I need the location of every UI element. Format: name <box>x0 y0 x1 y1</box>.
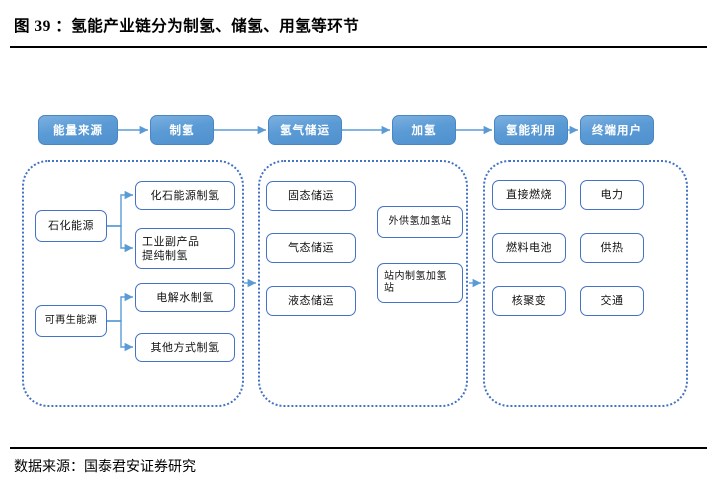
node-fossil-hydrogen-production[interactable]: 化石能源制氢 <box>135 181 235 210</box>
stage-chip-hydrogen-refueling[interactable]: 加氢 <box>392 115 456 145</box>
hydrogen-value-chain-diagram: 能量来源 制氢 氢气储运 加氢 氢能利用 终端用户 石化能源 可再生能源 化石能… <box>0 48 717 446</box>
source-note: 数据来源：国泰君安证券研究 <box>14 460 196 475</box>
node-fossil-energy[interactable]: 石化能源 <box>35 210 107 242</box>
node-onsite-production-refueling-station[interactable]: 站内制氢加氢 站 <box>377 263 463 303</box>
node-solid-state-storage[interactable]: 固态储运 <box>266 181 356 211</box>
container-storage-refueling <box>258 160 468 407</box>
stage-chip-energy-source[interactable]: 能量来源 <box>38 115 118 145</box>
node-electricity[interactable]: 电力 <box>580 180 644 210</box>
node-external-supply-refueling-station[interactable]: 外供氢加氢站 <box>377 206 463 238</box>
node-nuclear-fusion[interactable]: 核聚变 <box>492 286 566 316</box>
page-title: 图 39 ：氢能产业链分为制氢、储氢、用氢等环节 <box>14 18 360 35</box>
node-liquid-storage[interactable]: 液态储运 <box>266 286 356 316</box>
container-utilization-enduse <box>483 160 688 407</box>
stage-chip-end-users[interactable]: 终端用户 <box>580 115 654 145</box>
node-gaseous-storage[interactable]: 气态储运 <box>266 233 356 263</box>
stage-chip-hydrogen-production[interactable]: 制氢 <box>150 115 214 145</box>
stage-chip-hydrogen-storage-transport[interactable]: 氢气储运 <box>268 115 342 145</box>
node-direct-combustion[interactable]: 直接燃烧 <box>492 180 566 210</box>
footer-divider <box>10 447 707 449</box>
node-other-hydrogen-production[interactable]: 其他方式制氢 <box>135 333 235 362</box>
node-transportation[interactable]: 交通 <box>580 286 644 316</box>
stage-chip-hydrogen-utilization[interactable]: 氢能利用 <box>494 115 568 145</box>
node-industrial-byproduct-purification[interactable]: 工业副产品 提纯制氢 <box>135 228 235 269</box>
container-production <box>22 160 244 407</box>
title-divider <box>10 46 707 48</box>
node-fuel-cell[interactable]: 燃料电池 <box>492 233 566 263</box>
node-heating[interactable]: 供热 <box>580 233 644 263</box>
node-renewable-energy[interactable]: 可再生能源 <box>35 305 107 337</box>
node-water-electrolysis-hydrogen[interactable]: 电解水制氢 <box>135 283 235 312</box>
